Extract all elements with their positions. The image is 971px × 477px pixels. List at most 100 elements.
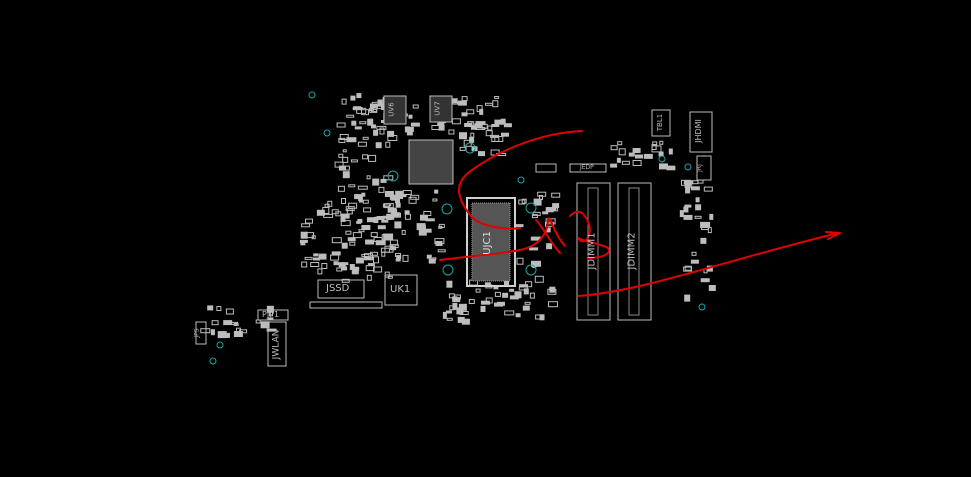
smd-component: [542, 211, 549, 215]
smd-component: [210, 329, 215, 336]
smd-component: [404, 126, 414, 132]
smd-component: [382, 203, 390, 208]
smd-component: [468, 299, 475, 304]
smd-component: [438, 223, 445, 228]
smd-component: [331, 251, 341, 256]
smd-component: [418, 229, 427, 236]
jssd-connector: [317, 279, 365, 299]
smd-component: [363, 256, 372, 261]
component-outlines: [200, 93, 716, 339]
smd-component: [401, 229, 406, 235]
smd-component: [461, 96, 468, 102]
smd-component: [466, 109, 475, 115]
smd-component: [438, 124, 445, 131]
smd-component: [658, 151, 664, 157]
smd-component: [380, 247, 390, 253]
smd-component: [457, 100, 467, 106]
jedp-connector: [569, 163, 607, 173]
smd-component: [333, 261, 339, 266]
smd-component: [490, 134, 499, 138]
smd-component: [350, 159, 358, 163]
smd-component: [313, 253, 319, 257]
label-pjp1: PJP1: [262, 310, 280, 319]
smd-component: [491, 124, 500, 127]
smd-component: [387, 214, 393, 220]
smd-component: [546, 243, 553, 250]
smd-component: [525, 281, 533, 288]
smd-component: [260, 321, 270, 329]
uk1-chip: [384, 274, 418, 306]
smd-component: [317, 268, 323, 275]
smd-component: [643, 153, 653, 159]
smd-component: [342, 171, 350, 179]
tbl1-connector: [651, 109, 671, 137]
smd-component: [688, 181, 693, 188]
smd-component: [377, 225, 386, 230]
smd-component: [502, 292, 509, 298]
label-jdimm2: JDIMM2: [626, 232, 638, 270]
smd-component: [366, 274, 372, 281]
smd-component: [367, 118, 374, 126]
smd-component: [346, 137, 357, 143]
smd-component: [357, 141, 367, 147]
smd-component: [367, 217, 376, 223]
smd-component: [341, 266, 348, 271]
smd-component: [338, 262, 349, 266]
smd-component: [684, 294, 691, 302]
smd-component: [408, 114, 413, 119]
smd-component: [387, 130, 395, 137]
smd-component: [361, 225, 371, 230]
smd-component: [338, 165, 346, 171]
smd-component: [459, 132, 467, 140]
smd-component: [485, 102, 493, 106]
label-uv6: UV6: [387, 102, 396, 117]
smd-component: [700, 221, 711, 228]
smd-component: [358, 195, 363, 201]
smd-component: [342, 149, 347, 153]
jdimm2-inner: [628, 187, 640, 316]
smd-component: [485, 297, 493, 304]
label-uv7: UV7: [433, 101, 442, 116]
smd-component: [694, 215, 702, 219]
smd-component: [381, 219, 389, 223]
smd-component: [323, 213, 334, 218]
smd-component: [695, 204, 702, 211]
smd-component: [539, 195, 543, 200]
smd-component: [393, 212, 401, 218]
smd-component: [617, 141, 623, 146]
smd-component: [690, 186, 700, 191]
smd-component: [361, 253, 370, 257]
smd-component: [346, 208, 353, 215]
smd-component: [692, 180, 699, 185]
smd-component: [341, 278, 350, 283]
smd-component: [428, 258, 436, 264]
smd-component: [679, 210, 684, 218]
smd-component: [695, 197, 700, 203]
smd-component: [504, 280, 509, 286]
smd-component: [531, 260, 541, 267]
smd-component: [632, 148, 641, 153]
smd-component: [410, 122, 420, 127]
smd-component: [476, 105, 483, 113]
smd-component: [700, 237, 707, 244]
smd-component: [402, 190, 412, 195]
smd-component: [301, 223, 311, 228]
smd-component: [539, 314, 545, 321]
smd-component: [533, 198, 542, 206]
smd-component: [547, 288, 557, 295]
smd-component: [341, 98, 347, 105]
smd-component: [371, 124, 376, 129]
smd-component: [446, 317, 453, 321]
label-jwlan: JWLAN: [271, 329, 282, 360]
jdimm1-inner: [587, 187, 599, 316]
smd-component: [394, 221, 402, 229]
smd-component: [404, 213, 411, 220]
smd-component: [523, 288, 529, 295]
smd-component: [406, 131, 413, 136]
smd-component: [379, 127, 385, 135]
jdimm1-slot: [576, 182, 611, 321]
smd-component: [200, 328, 211, 334]
label-ujc1: UJC1: [481, 231, 493, 255]
mounting-hole: [209, 357, 217, 365]
mounting-hole: [464, 142, 476, 154]
